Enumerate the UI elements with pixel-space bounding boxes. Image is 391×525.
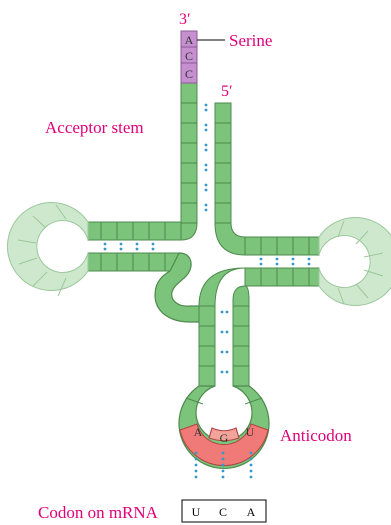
acceptor-end: A C C xyxy=(181,31,197,83)
acceptor-stem-3prime-strand xyxy=(181,83,197,223)
codon-on-mrna-label: Codon on mRNA xyxy=(38,503,159,522)
anticodon-label: Anticodon xyxy=(280,426,352,445)
acceptor-stem-hbonds xyxy=(205,104,208,212)
anticodon-stem xyxy=(199,306,249,386)
mrna-codon-box: U C A xyxy=(182,500,266,522)
acceptor-stem-5prime-strand xyxy=(215,103,231,223)
acceptor-stem-label: Acceptor stem xyxy=(45,118,144,137)
anticodon-base: U xyxy=(246,425,255,439)
five-prime-label: 5′ xyxy=(221,83,233,100)
anticodon-base: G xyxy=(220,431,229,445)
acceptor-base: A xyxy=(185,33,194,47)
d-loop xyxy=(7,203,88,296)
t-loop xyxy=(319,218,391,306)
anticodon-base: A xyxy=(194,425,203,439)
acceptor-base: C xyxy=(185,49,193,63)
codon-base: A xyxy=(247,505,256,519)
three-prime-label: 3′ xyxy=(179,11,191,28)
serine-label: Serine xyxy=(229,31,272,50)
acceptor-base: C xyxy=(185,67,193,81)
t-arm xyxy=(199,223,319,306)
codon-base: C xyxy=(219,505,227,519)
codon-base: U xyxy=(192,505,201,519)
anticodon-loop xyxy=(179,386,269,468)
